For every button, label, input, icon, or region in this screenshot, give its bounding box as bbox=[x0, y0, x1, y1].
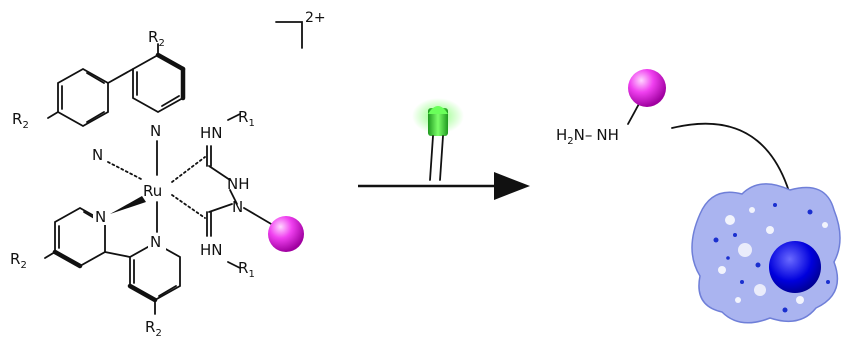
substituent-r2-bottom: R2 bbox=[145, 318, 162, 339]
charge-label: 2+ bbox=[305, 10, 326, 26]
metal-ru: Ru bbox=[143, 182, 162, 200]
cell-uptake bbox=[671, 122, 841, 324]
led-light-icon bbox=[412, 98, 464, 181]
substituent-r2-left: R2 bbox=[12, 110, 29, 131]
bipyridine-top bbox=[47, 43, 186, 128]
substituent-r1-bottom: R1 bbox=[238, 259, 255, 280]
atom-n-lower-left: N bbox=[95, 208, 106, 226]
cell-icon bbox=[691, 183, 841, 324]
payload-sphere-complex bbox=[268, 216, 304, 252]
charge-bracket bbox=[275, 21, 303, 49]
atom-n-left: N bbox=[92, 146, 103, 164]
released-hydrazine: H2N–NH bbox=[556, 69, 666, 147]
reaction-arrowhead bbox=[494, 172, 530, 200]
guanidine-ligand bbox=[206, 113, 279, 269]
substituent-r1-top: R1 bbox=[238, 108, 255, 129]
payload-sphere-released bbox=[628, 69, 666, 107]
label-n-middle: N bbox=[232, 198, 243, 216]
light-activation bbox=[358, 98, 530, 200]
cell-nucleus bbox=[769, 241, 821, 293]
atom-n-bottom: N bbox=[150, 233, 161, 251]
atom-n-top: N bbox=[150, 122, 161, 140]
ruthenium-complex: 2+ bbox=[10, 10, 326, 339]
bipyridine-bottom bbox=[44, 206, 181, 315]
label-nh-middle: NH bbox=[227, 175, 250, 193]
substituent-r2-top: R2 bbox=[148, 28, 165, 49]
hydrazine-formula: H2N–NH bbox=[556, 126, 619, 147]
substituent-r2-lower-left: R2 bbox=[10, 250, 27, 271]
label-hn-top: HN bbox=[200, 124, 223, 142]
label-hn-bottom: HN bbox=[200, 241, 223, 259]
